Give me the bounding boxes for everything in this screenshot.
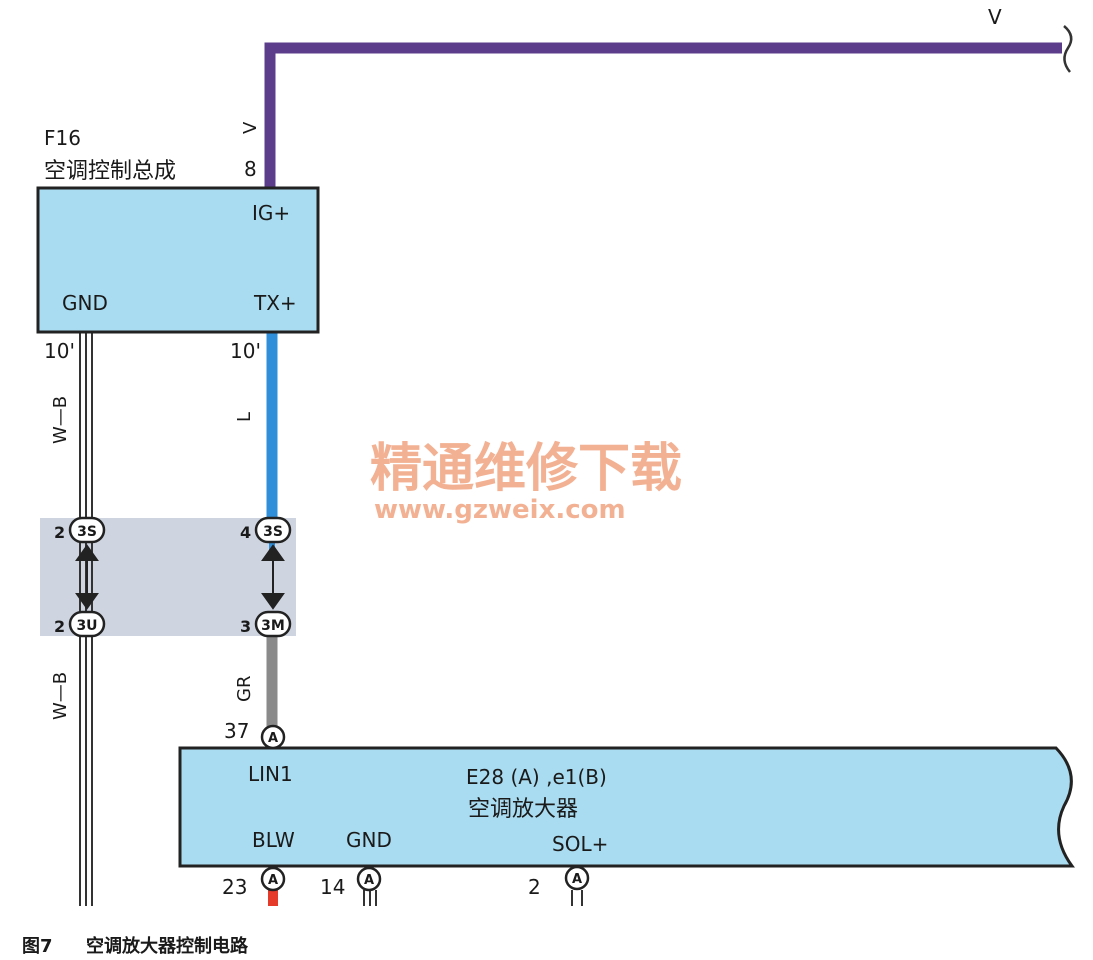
wire-break-symbol xyxy=(1063,25,1073,73)
connector-3u-code: 3U xyxy=(76,618,97,634)
controller-pin-gnd-number: 10' xyxy=(44,339,75,363)
connector-3s-middle-pin: 4 xyxy=(240,523,251,542)
connector-arrow-middle xyxy=(261,544,285,610)
controller-pin-tx-number: 10' xyxy=(230,339,261,363)
connector-arrow-left xyxy=(75,544,99,610)
amp-pin-lin1-label: LIN1 xyxy=(248,762,293,786)
watermark-url: www.gzweix.com xyxy=(374,495,626,525)
connector-3m-pin: 3 xyxy=(240,617,251,636)
controller-pin-ig-number: 8 xyxy=(244,157,257,181)
amplifier-box xyxy=(178,746,1075,868)
amp-pin-sol-marker: A xyxy=(564,865,590,891)
controller-code: F16 xyxy=(44,126,81,150)
controller-pin-tx-label: TX+ xyxy=(253,291,297,315)
amp-pin-gnd-conn: A xyxy=(364,873,374,888)
connector-3u: 3U 2 xyxy=(54,610,106,638)
connector-3u-pin: 2 xyxy=(54,617,65,636)
amp-pin-lin1-number: 37 xyxy=(224,719,249,743)
amp-pin-blw-label: BLW xyxy=(252,828,295,852)
connector-3s-middle: 3S 4 xyxy=(240,516,292,544)
caption-title: 空调放大器控制电路 xyxy=(86,935,249,957)
controller-box xyxy=(36,186,320,334)
amp-pin-gnd-marker: A xyxy=(356,866,382,892)
connector-3s-left-pin: 2 xyxy=(54,523,65,542)
watermark-cn: 精通维修下载 xyxy=(370,438,682,499)
wire-label-left-upper: W—B xyxy=(50,396,71,444)
amplifier-code: E28 (A) ,e1(B) xyxy=(466,765,607,789)
wire-label-left-lower: W—B xyxy=(50,672,71,720)
amp-pin-sol-number: 2 xyxy=(528,875,541,899)
controller-pin-ig-label: IG+ xyxy=(252,201,290,225)
connector-3s-middle-code: 3S xyxy=(263,524,283,540)
wire-label-middle-lower: GR xyxy=(234,676,255,702)
amplifier-name: 空调放大器 xyxy=(468,797,578,822)
amp-pin-sol-conn: A xyxy=(572,872,582,887)
top-wire-color: V xyxy=(988,5,1002,29)
amp-pin-lin1-marker: A xyxy=(260,724,286,750)
connector-3s-left-code: 3S xyxy=(77,524,97,540)
amp-pin-gnd-number: 14 xyxy=(320,875,345,899)
amp-pin-sol-label: SOL+ xyxy=(552,832,608,856)
wire-label-middle-upper: L xyxy=(234,412,255,422)
connector-3s-left: 3S 2 xyxy=(54,516,106,544)
controller-pin-gnd-label: GND xyxy=(62,291,108,315)
wire-sol xyxy=(571,890,583,906)
connector-3m-code: 3M xyxy=(261,618,285,634)
amp-pin-blw-conn: A xyxy=(268,873,278,888)
caption-figure: 图7 xyxy=(22,936,53,957)
amp-pin-gnd-label: GND xyxy=(346,828,392,852)
amp-pin-lin1-conn: A xyxy=(268,731,278,746)
amp-pin-blw-number: 23 xyxy=(222,875,247,899)
controller-name: 空调控制总成 xyxy=(44,159,176,184)
amp-pin-blw-marker: A xyxy=(260,866,286,892)
wire-gnd-amp xyxy=(363,890,377,906)
wire-violet-top xyxy=(264,42,1062,188)
controller-pin-ig-wire: V xyxy=(240,121,261,134)
connector-3m: 3M 3 xyxy=(240,610,292,638)
